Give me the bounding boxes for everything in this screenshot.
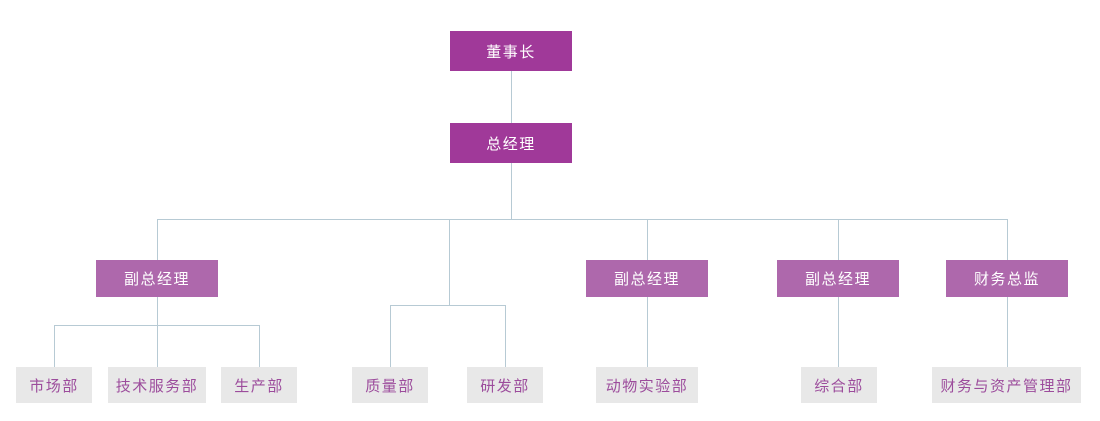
org-node-quality-dept: 质量部 <box>352 367 428 403</box>
org-node-general-manager: 总经理 <box>450 123 572 163</box>
org-node-animal-lab-dept: 动物实验部 <box>596 367 698 403</box>
org-node-deputy-gm-2: 副总经理 <box>586 260 708 297</box>
org-node-chairman: 董事长 <box>450 31 572 71</box>
org-node-general-affairs-dept: 综合部 <box>801 367 877 403</box>
org-node-deputy-gm-3: 副总经理 <box>777 260 899 297</box>
org-node-marketing-dept: 市场部 <box>16 367 92 403</box>
org-node-finance-director: 财务总监 <box>946 260 1068 297</box>
org-node-rnd-dept: 研发部 <box>467 367 543 403</box>
org-node-finance-asset-dept: 财务与资产管理部 <box>932 367 1081 403</box>
org-node-production-dept: 生产部 <box>221 367 297 403</box>
org-node-tech-service-dept: 技术服务部 <box>108 367 206 403</box>
org-node-deputy-gm-1: 副总经理 <box>96 260 218 297</box>
